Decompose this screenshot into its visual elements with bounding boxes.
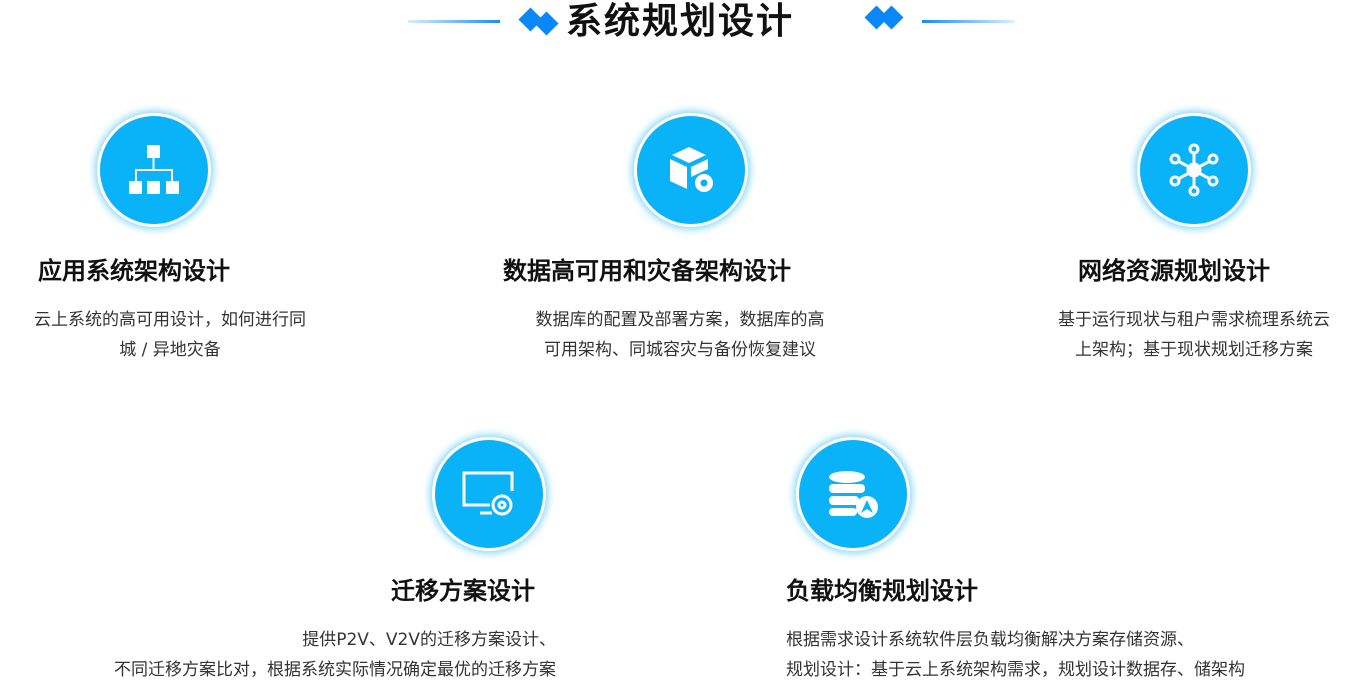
hierarchy-icon bbox=[97, 113, 211, 227]
database-balance-icon bbox=[796, 437, 910, 551]
diamond-icon bbox=[864, 5, 908, 36]
network-icon bbox=[1137, 113, 1251, 227]
diamond-icon bbox=[518, 7, 562, 36]
item-description: 云上系统的高可用设计，如何进行同城 / 异地灾备 bbox=[34, 310, 306, 360]
decor-line-right bbox=[922, 20, 1014, 23]
item-title: 应用系统架构设计 bbox=[38, 257, 230, 285]
decor-line-left bbox=[408, 20, 500, 23]
item-title: 数据高可用和灾备架构设计 bbox=[503, 257, 791, 285]
section-header: 系统规划设计 bbox=[0, 0, 1360, 46]
page-title: 系统规划设计 bbox=[566, 1, 795, 42]
item-description: 提供P2V、V2V的迁移方案设计、不同迁移方案比对，根据系统实际情况确定最优的迁… bbox=[114, 630, 556, 680]
item-description: 根据需求设计系统软件层负载均衡解决方案存储资源、规划设计：基于云上系统架构需求，… bbox=[786, 630, 1245, 680]
cube-gear-icon bbox=[634, 113, 748, 227]
item-title: 负载均衡规划设计 bbox=[786, 577, 978, 605]
item-title: 网络资源规划设计 bbox=[1078, 257, 1270, 285]
monitor-gear-icon bbox=[432, 437, 546, 551]
item-description: 数据库的配置及部署方案，数据库的高可用架构、同城容灾与备份恢复建议 bbox=[535, 310, 825, 360]
item-title: 迁移方案设计 bbox=[391, 577, 535, 605]
item-description: 基于运行现状与租户需求梳理系统云上架构；基于现状规划迁移方案 bbox=[1058, 310, 1330, 360]
